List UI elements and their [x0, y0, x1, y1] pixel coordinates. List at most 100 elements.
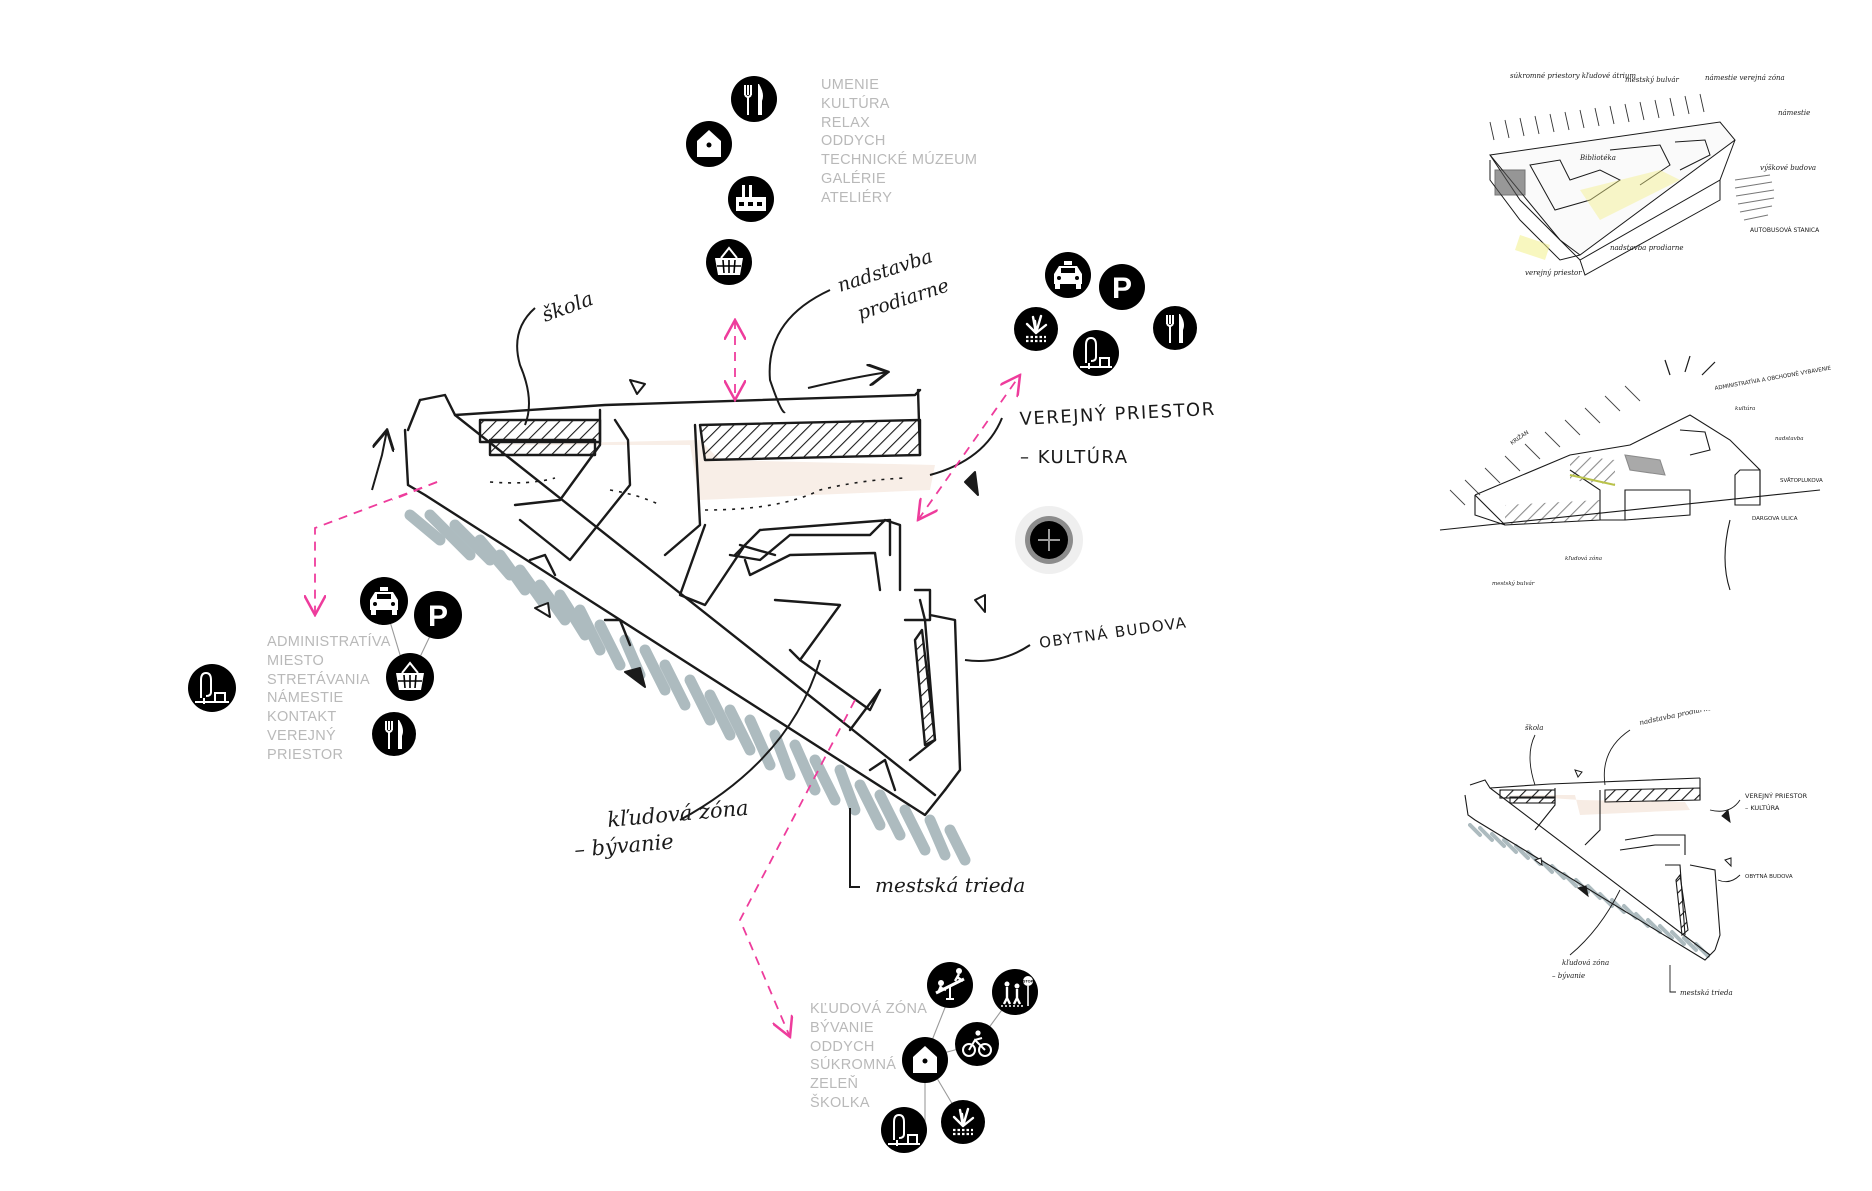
thumbnail-1-shadow: [1734, 174, 1775, 221]
hatched-facade: [1505, 500, 1600, 525]
restaurant-icon[interactable]: [372, 712, 416, 756]
park-bench-icon[interactable]: [881, 1107, 927, 1153]
cyclist-icon[interactable]: [955, 1022, 999, 1066]
culture-icon-cluster: [686, 76, 777, 285]
thumb1-label: AUTOBUSOVÁ STANICA: [1750, 227, 1820, 234]
ink-arrows: [371, 372, 888, 491]
thumb2-label: SVÄTOPLUKOVA: [1780, 477, 1823, 484]
svg-text:P: P: [1112, 272, 1132, 305]
thumb2-label: kultúra: [1735, 405, 1755, 412]
thumb3-label: OBYTNÁ BUDOVA: [1745, 873, 1793, 880]
zoom-button-ring: [1025, 516, 1073, 564]
thumb3-label: kľudová zóna: [1562, 959, 1609, 967]
parking-icon[interactable]: P: [1099, 264, 1145, 310]
label-item: KONTAKT: [267, 709, 337, 726]
label-item: TECHNICKÉ MÚZEUM: [821, 152, 978, 169]
label-item: ŠKOLKA: [810, 1094, 870, 1111]
thumbnail-aerial-sketch[interactable]: súkromné priestory kľudové átrium mestsk…: [1460, 60, 1840, 290]
culture-label-list: UMENIE KULTÚRA RELAX ODDYCH TECHNICKÉ MÚ…: [821, 76, 977, 208]
svg-text:P: P: [428, 600, 448, 633]
label-item: GALÉRIE: [821, 170, 886, 187]
label-item: UMENIE: [821, 77, 880, 93]
thumb1-label: verejný priestor: [1525, 269, 1582, 277]
playground-icon[interactable]: [927, 962, 973, 1008]
transport-icon-cluster: P: [1014, 252, 1197, 376]
label-item: PRIESTOR: [267, 746, 344, 763]
label-kultura: – KULTÚRA: [1020, 446, 1129, 468]
building-outline: [403, 388, 962, 817]
thumb1-label: mestský bulvár: [1625, 76, 1680, 84]
zoom-in-button[interactable]: [1015, 506, 1083, 574]
label-mestska-trieda: mestská trieda: [875, 873, 1025, 897]
label-item: MIESTO: [267, 652, 325, 669]
thumb3-leaders: [1529, 729, 1741, 993]
label-obytna-budova: OBYTNÁ BUDOVA: [1038, 612, 1188, 652]
thumb2-arrows: [1664, 355, 1716, 376]
entrance-triangle-open: [974, 594, 986, 613]
thumb3-label: mestská trieda: [1680, 989, 1733, 997]
label-skola: škola: [539, 286, 597, 327]
thumb1-label: Bibliotéka: [1579, 154, 1616, 162]
thumb3-label: VEREJNÝ PRIESTOR: [1745, 791, 1808, 800]
label-item: ATELIÉRY: [821, 189, 893, 206]
label-item: VEREJNÝ: [267, 727, 336, 744]
thumb2-label: mestský bulvár: [1492, 580, 1535, 587]
courtyard-tint: [480, 440, 935, 500]
thumb2-label: KRIŽAN: [1509, 428, 1531, 446]
thumb3-label: – bývanie: [1552, 972, 1585, 980]
highlighter-yellow: [1515, 235, 1550, 260]
thumbnail-perspective-sketch[interactable]: ADMINISTRATÍVA A OBCHODNÉ VYBAVENIE kult…: [1430, 350, 1850, 610]
plus-icon: [1030, 521, 1068, 559]
house-icon[interactable]: [686, 121, 732, 167]
thumb3-label: – KULTÚRA: [1745, 803, 1780, 812]
park-bench-icon[interactable]: [1073, 330, 1119, 376]
label-item: NÁMESTIE: [267, 690, 344, 707]
administration-label-list: ADMINISTRATÍVA MIESTO STRETÁVANIA NÁMEST…: [267, 633, 391, 765]
taxi-icon[interactable]: [1045, 252, 1091, 298]
label-verejny-priestor: VEREJNÝ PRIESTOR: [1019, 398, 1216, 430]
label-item: KULTÚRA: [821, 95, 890, 112]
greenery-icon[interactable]: [1014, 307, 1058, 351]
svg-text:STOP: STOP: [1023, 980, 1034, 984]
highlighter-yellow: [1580, 170, 1680, 220]
street-hatching: [1449, 385, 1641, 506]
label-item: ADMINISTRATÍVA: [267, 634, 391, 650]
highlighter-green: [1569, 474, 1616, 486]
thumb2-label: ADMINISTRATÍVA A OBCHODNÉ VYBAVENIE: [1714, 364, 1832, 392]
label-item: ZELEŇ: [810, 1076, 859, 1093]
entrance-triangle-filled: [964, 471, 979, 496]
shopping-basket-icon[interactable]: [386, 653, 434, 701]
thumb1-label: námestie verejná zóna: [1705, 74, 1785, 82]
label-item: ODDYCH: [821, 133, 886, 150]
taxi-icon[interactable]: [360, 577, 408, 625]
park-bench-icon[interactable]: [188, 664, 236, 712]
entrance-triangles: [1533, 769, 1732, 898]
thumb1-label: výškové budova: [1760, 164, 1816, 172]
restaurant-icon[interactable]: [731, 76, 777, 122]
thumb2-label: DARGOVA ULICA: [1752, 516, 1798, 522]
house-icon[interactable]: [902, 1037, 948, 1083]
label-item: STRETÁVANIA: [267, 671, 370, 688]
residential-icon-cluster: STOP: [881, 962, 1038, 1153]
greenery-icon[interactable]: [941, 1100, 985, 1144]
street-hatching: [1489, 93, 1705, 141]
street-shadow-strokes: [404, 509, 971, 866]
residential-label-list: KĽUDOVÁ ZÓNA BÝVANIE ODDYCH SÚKROMNÁ ZEL…: [810, 1000, 927, 1113]
shopping-basket-icon[interactable]: [706, 239, 752, 285]
entrance-triangle-open: [534, 602, 551, 618]
label-item: KĽUDOVÁ ZÓNA: [810, 1001, 928, 1017]
courtyard-tint: [1505, 795, 1690, 815]
school-crossing-icon[interactable]: STOP: [992, 969, 1038, 1015]
administration-icon-cluster: P: [188, 577, 462, 756]
thumb1-label: súkromné priestory kľudové átrium: [1510, 72, 1636, 80]
leader-lines: [516, 289, 1031, 888]
entrance-triangle-filled: [624, 667, 646, 688]
label-kludova-zona: kľudová zóna: [606, 796, 749, 832]
label-item: BÝVANIE: [810, 1019, 874, 1036]
restaurant-icon[interactable]: [1153, 306, 1197, 350]
parking-icon[interactable]: P: [414, 591, 462, 639]
label-item: RELAX: [821, 114, 871, 131]
thumb2-label: nadstavba: [1775, 436, 1804, 442]
thumbnail-plan-sketch[interactable]: škola nadstavba prodiarne VEREJNÝ PRIEST…: [1440, 710, 1860, 1000]
factory-icon[interactable]: [728, 176, 774, 222]
